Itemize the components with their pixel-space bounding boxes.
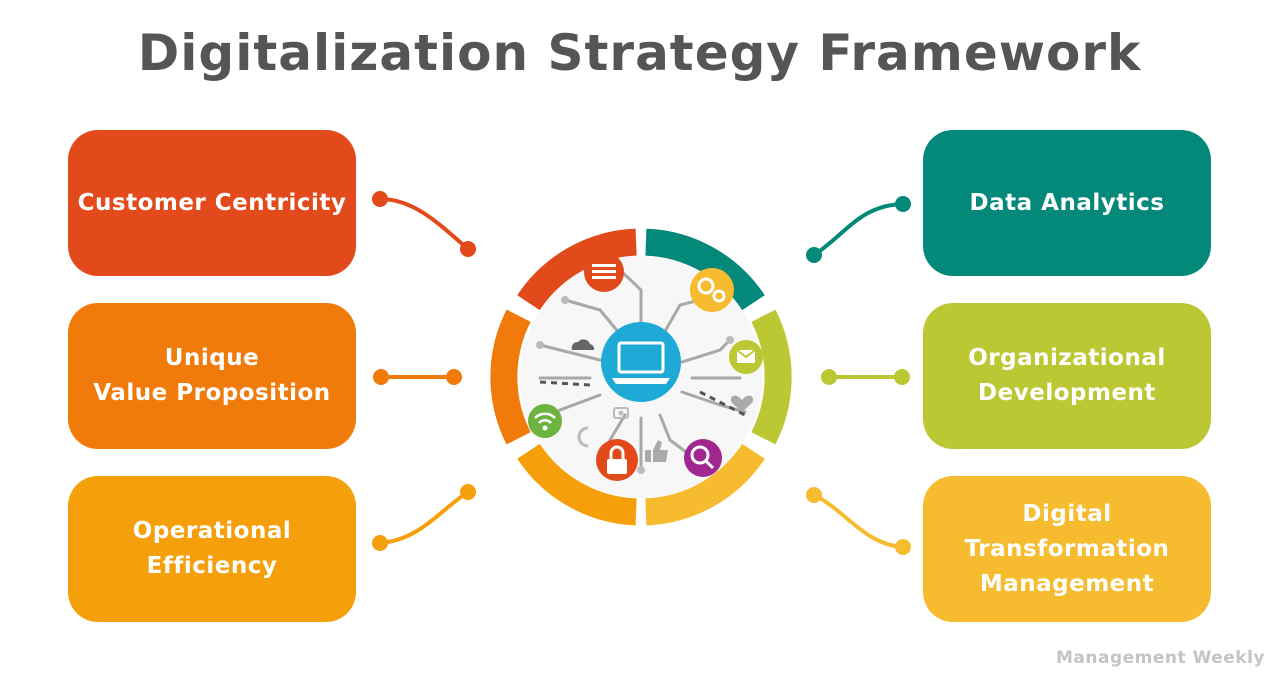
laptop-icon [601,322,681,402]
wifi-icon [528,404,562,438]
gears-icon [690,268,734,312]
email-icon [729,340,763,374]
document-icon [584,252,624,292]
watermark: Management Weekly [1056,648,1265,668]
lock-icon [596,439,638,481]
magnifier-icon [684,439,722,477]
ring-segment-orange [504,316,519,439]
ring-segment-lime [763,316,778,439]
